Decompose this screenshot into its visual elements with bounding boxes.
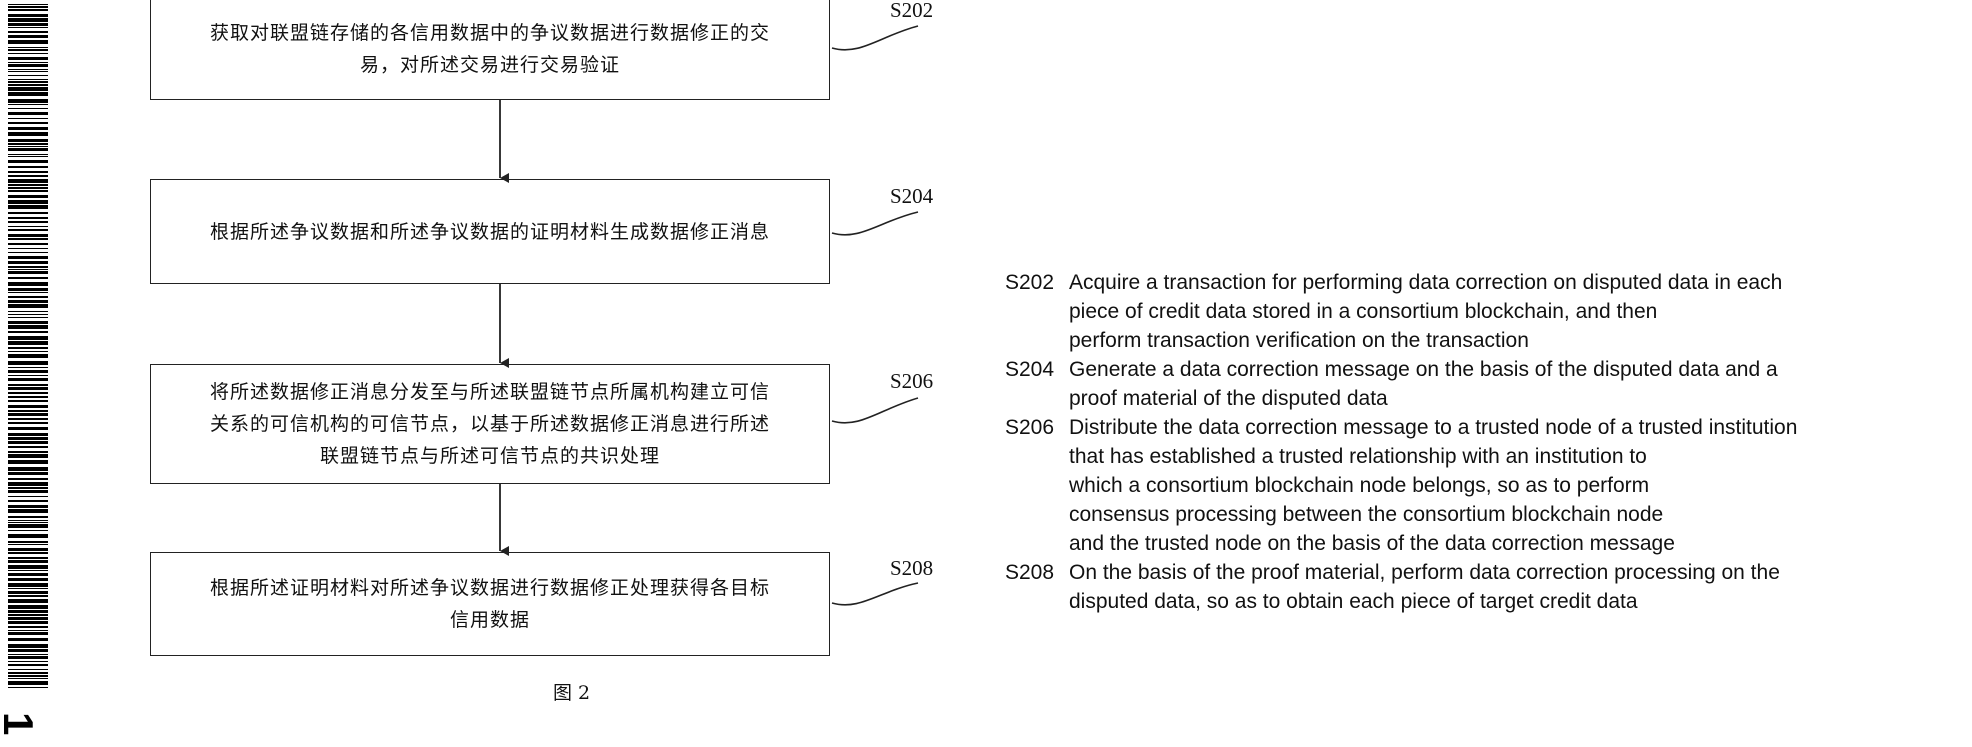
translation-line: Acquire a transaction for performing dat…: [1069, 268, 1935, 297]
translation-item-s206: S206 Distribute the data correction mess…: [1005, 413, 1935, 558]
translation-line: perform transaction verification on the …: [1069, 326, 1935, 355]
translation-line: Distribute the data correction message t…: [1069, 413, 1935, 442]
step-text-line: 联盟链节点与所述可信节点的共识处理: [210, 440, 770, 472]
step-text-line: 信用数据: [210, 604, 770, 636]
figure-caption: 图 2: [553, 678, 590, 705]
translation-code: S204: [1005, 355, 1069, 413]
step-text-line: 获取对联盟链存储的各信用数据中的争议数据进行数据修正的交: [210, 17, 770, 49]
translation-text: Acquire a transaction for performing dat…: [1069, 268, 1935, 355]
step-box-s202: 获取对联盟链存储的各信用数据中的争议数据进行数据修正的交 易，对所述交易进行交易…: [150, 0, 830, 100]
step-box-s204: 根据所述争议数据和所述争议数据的证明材料生成数据修正消息: [150, 179, 830, 284]
leader-curve: [832, 583, 918, 605]
translation-item-s208: S208 On the basis of the proof material,…: [1005, 558, 1935, 616]
step-text-s208: 根据所述证明材料对所述争议数据进行数据修正处理获得各目标 信用数据: [210, 572, 770, 636]
step-text-line: 将所述数据修正消息分发至与所述联盟链节点所属机构建立可信: [210, 376, 770, 408]
translation-text: Generate a data correction message on th…: [1069, 355, 1935, 413]
step-box-s208: 根据所述证明材料对所述争议数据进行数据修正处理获得各目标 信用数据: [150, 552, 830, 656]
step-text-line: 关系的可信机构的可信节点，以基于所述数据修正消息进行所述: [210, 408, 770, 440]
step-text-s202: 获取对联盟链存储的各信用数据中的争议数据进行数据修正的交 易，对所述交易进行交易…: [210, 17, 770, 81]
step-label-s206: S206: [890, 369, 933, 394]
leader-curve: [832, 212, 918, 235]
step-label-s204: S204: [890, 184, 933, 209]
translation-code: S202: [1005, 268, 1069, 355]
step-text-line: 易，对所述交易进行交易验证: [210, 49, 770, 81]
step-text-line: 根据所述证明材料对所述争议数据进行数据修正处理获得各目标: [210, 572, 770, 604]
step-label-s208: S208: [890, 556, 933, 581]
translation-code: S208: [1005, 558, 1069, 616]
barcode-side-number: 1: [0, 712, 42, 735]
step-text-s204: 根据所述争议数据和所述争议数据的证明材料生成数据修正消息: [210, 216, 770, 248]
step-text-s206: 将所述数据修正消息分发至与所述联盟链节点所属机构建立可信 关系的可信机构的可信节…: [210, 376, 770, 472]
translation-line: On the basis of the proof material, perf…: [1069, 558, 1935, 587]
translation-line: consensus processing between the consort…: [1069, 500, 1935, 529]
translation-line: disputed data, so as to obtain each piec…: [1069, 587, 1935, 616]
translation-line: that has established a trusted relations…: [1069, 442, 1935, 471]
leader-curve: [832, 398, 918, 423]
translation-line: Generate a data correction message on th…: [1069, 355, 1935, 384]
translation-code: S206: [1005, 413, 1069, 558]
translation-line: and the trusted node on the basis of the…: [1069, 529, 1935, 558]
translation-item-s204: S204 Generate a data correction message …: [1005, 355, 1935, 413]
step-box-s206: 将所述数据修正消息分发至与所述联盟链节点所属机构建立可信 关系的可信机构的可信节…: [150, 364, 830, 484]
translation-line: which a consortium blockchain node belon…: [1069, 471, 1935, 500]
translation-list: S202 Acquire a transaction for performin…: [1005, 268, 1935, 616]
translation-text: On the basis of the proof material, perf…: [1069, 558, 1935, 616]
step-label-s202: S202: [890, 0, 933, 23]
translation-line: piece of credit data stored in a consort…: [1069, 297, 1935, 326]
translation-item-s202: S202 Acquire a transaction for performin…: [1005, 268, 1935, 355]
translation-line: proof material of the disputed data: [1069, 384, 1935, 413]
leader-curve: [832, 26, 918, 50]
barcode: 1: [0, 0, 56, 747]
translation-text: Distribute the data correction message t…: [1069, 413, 1935, 558]
step-text-line: 根据所述争议数据和所述争议数据的证明材料生成数据修正消息: [210, 216, 770, 248]
